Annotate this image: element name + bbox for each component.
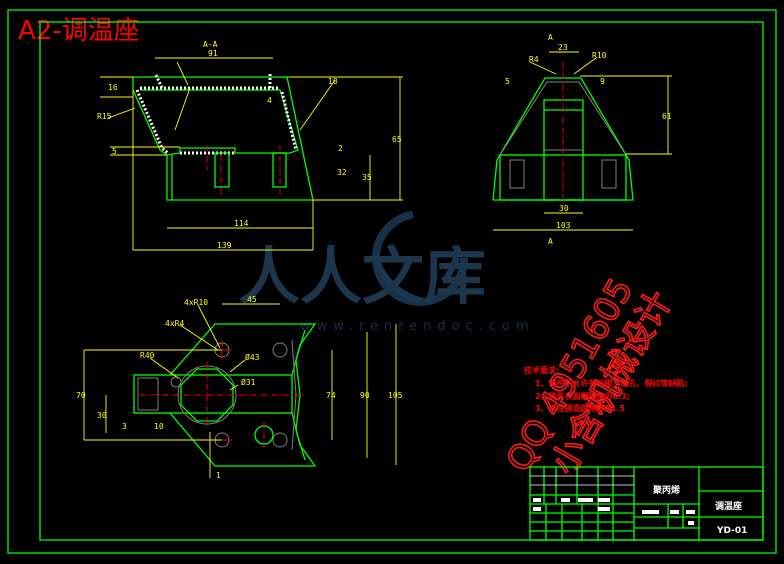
svg-text:5: 5: [112, 147, 117, 156]
svg-text:4: 4: [267, 96, 272, 105]
svg-text:91: 91: [208, 49, 218, 58]
svg-text:16: 16: [108, 83, 118, 92]
svg-text:10: 10: [328, 77, 338, 86]
svg-text:70: 70: [76, 391, 86, 400]
svg-text:A: A: [548, 33, 553, 42]
svg-text:3、未注铸造圆角为R1.5: 3、未注铸造圆角为R1.5: [535, 403, 625, 413]
drawing-title: A2-调温座: [18, 16, 140, 46]
svg-text:2、铸件表面粗糙度为6.3;: 2、铸件表面粗糙度为6.3;: [535, 391, 630, 401]
inner-frame: [39, 21, 764, 541]
title-block: 聚丙烯 调温座 YD-01: [529, 466, 764, 541]
side-view: A A 23 R4 R10 5 9 61 30 103: [492, 33, 672, 246]
svg-text:103: 103: [556, 221, 571, 230]
svg-text:Ø31: Ø31: [241, 377, 256, 387]
outer-frame: [7, 9, 777, 554]
svg-text:30: 30: [559, 204, 569, 213]
svg-text:61: 61: [662, 112, 672, 121]
svg-text:35: 35: [362, 173, 372, 182]
svg-text:90: 90: [360, 391, 370, 400]
svg-text:R15: R15: [97, 112, 112, 121]
section-label: A-A: [203, 40, 218, 49]
svg-text:65: 65: [392, 135, 402, 144]
svg-text:R4: R4: [529, 55, 539, 64]
svg-text:1、铸件不允许有砂眼、缩孔、裂纹等缺陷;: 1、铸件不允许有砂眼、缩孔、裂纹等缺陷;: [535, 378, 688, 388]
svg-text:139: 139: [217, 241, 232, 250]
svg-text:4xR4: 4xR4: [165, 319, 184, 328]
svg-text:技术要求:: 技术要求:: [524, 365, 559, 375]
svg-text:114: 114: [234, 219, 249, 228]
watermark-logo: 人人文库 www.renrendoc.com: [238, 210, 535, 334]
svg-text:3: 3: [122, 422, 127, 431]
svg-text:45: 45: [247, 295, 257, 304]
material: 聚丙烯: [652, 484, 680, 496]
svg-text:1: 1: [216, 471, 221, 480]
svg-text:R10: R10: [592, 51, 607, 60]
svg-text:105: 105: [388, 391, 403, 400]
svg-text:10: 10: [154, 422, 164, 431]
top-view: 45 4xR10 4xR4 R40 Ø43 Ø31 70 30 3 10 74 …: [76, 295, 403, 480]
svg-text:2: 2: [338, 144, 343, 153]
front-section-view: A-A 91 16 R15 5: [97, 40, 403, 251]
technical-requirements: 技术要求: 1、铸件不允许有砂眼、缩孔、裂纹等缺陷; 2、铸件表面粗糙度为6.3…: [524, 365, 688, 413]
watermark-logo-text: 人人文库: [238, 240, 486, 313]
svg-text:4xR10: 4xR10: [184, 298, 208, 307]
svg-text:9: 9: [600, 77, 605, 86]
drawing-number: YD-01: [716, 526, 747, 536]
svg-text:23: 23: [558, 43, 568, 52]
svg-text:Ø43: Ø43: [245, 352, 260, 362]
svg-text:A: A: [548, 237, 553, 246]
part-name: 调温座: [715, 500, 742, 512]
svg-text:32: 32: [337, 168, 347, 177]
svg-text:74: 74: [326, 391, 336, 400]
svg-text:30: 30: [97, 411, 107, 420]
watermark-url: www.renrendoc.com: [300, 319, 535, 334]
svg-text:R40: R40: [140, 351, 155, 360]
svg-text:5: 5: [505, 77, 510, 86]
